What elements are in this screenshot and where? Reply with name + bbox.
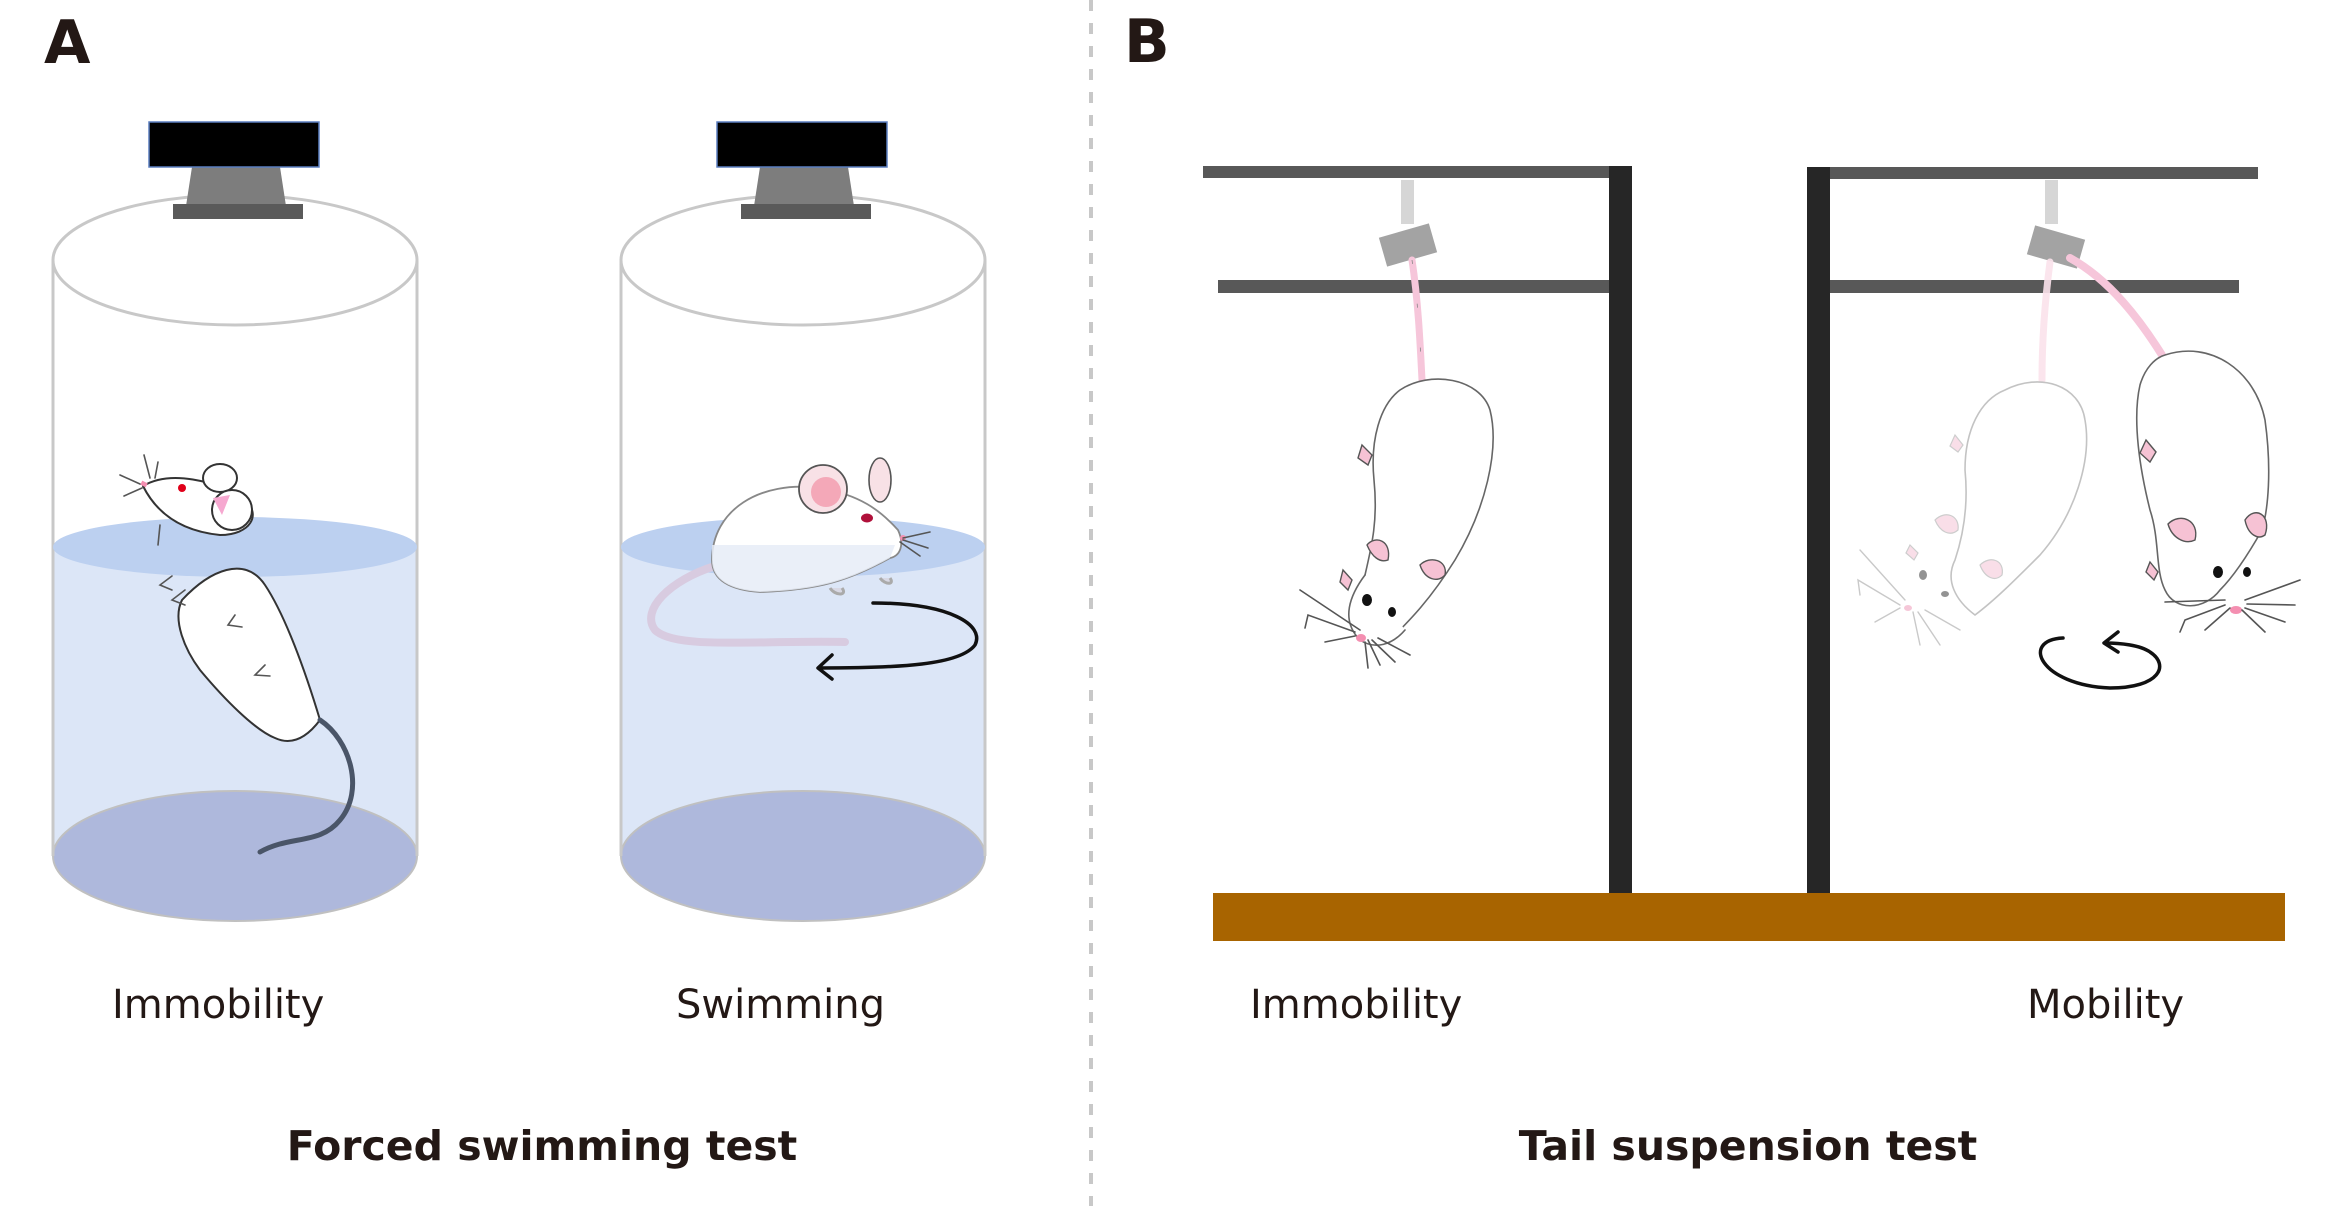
mouse-immobile-icon [119,454,356,855]
condition-label-swimming: Swimming [676,982,885,1028]
tank-bottom [52,790,418,922]
post-right [1807,167,1830,898]
tail-tape [2038,258,2054,384]
condition-label-immobility-fst: Immobility [112,982,324,1028]
lower-bar-right [1807,280,2239,293]
clamp-rod [2045,180,2058,224]
mouse-hanging-immobile-icon [1299,256,1494,669]
mouse-hanging-mobile-icon [2066,254,2301,633]
panel-letter-b: B [1124,7,1170,77]
tank-bottom [620,790,986,922]
mouse-tail [257,717,356,855]
camera-icon [716,121,888,219]
top-bar-right [1807,167,2258,179]
mouse-swimming-icon [647,457,931,647]
tail-suspension-apparatus [1203,166,2285,941]
mouse-eye [2213,566,2223,578]
mouse-eye [861,513,873,523]
mouse-eye [1388,607,1396,617]
mouse-hanging-faint-icon [1857,258,2088,646]
clamp-rod [1401,180,1414,224]
mouse-eye [1362,594,1372,606]
camera-icon [148,121,320,219]
base-board [1213,893,2285,941]
mouse-eye [2243,567,2251,577]
clamp-icon [1378,223,1438,267]
swim-tank-swimming [619,121,987,922]
tail-tape [2066,254,2166,359]
swim-tank-immobility [51,121,419,922]
circular-arrow-icon [2038,630,2162,690]
test-title-tst: Tail suspension test [1519,1122,1978,1170]
test-title-fst: Forced swimming test [287,1122,798,1170]
curved-arrow-left-icon [816,601,979,681]
post-left [1609,166,1632,898]
condition-label-immobility-tst: Immobility [1250,982,1462,1028]
water-surface [53,517,417,577]
mouse-eye [178,484,186,492]
panel-letter-a: A [44,8,91,78]
mouse-tail [647,562,849,647]
top-bar-left [1203,166,1632,178]
condition-label-mobility: Mobility [2027,982,2184,1028]
tail-tape [1408,256,1426,384]
